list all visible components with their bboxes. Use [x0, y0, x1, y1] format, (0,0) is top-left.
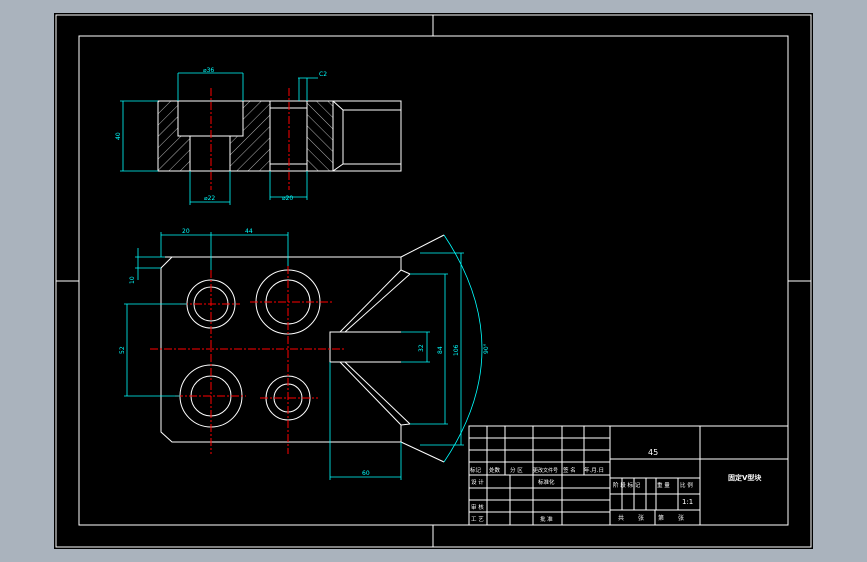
drawing-sheet	[54, 13, 813, 549]
review-label: 审 核	[471, 503, 484, 511]
process-label: 工 艺	[471, 516, 484, 523]
dim-90deg: 90°	[483, 343, 490, 354]
dim-bottom-left: ⌀22	[204, 195, 215, 202]
weight-label: 重 量	[657, 481, 670, 489]
sheet-no-label: 张	[638, 514, 644, 522]
dim-44: 44	[245, 228, 253, 235]
dim-bottom: 60	[362, 470, 370, 477]
title-block	[468, 425, 789, 526]
page-label-2: 张	[678, 514, 684, 522]
centering-marks	[56, 15, 811, 547]
dim-top-left: ⌀36	[203, 67, 214, 74]
title-block-text: 45 固定V型块 1:1 标记 处数 分 区 更改文件号 签 名 年.月.日 设…	[470, 448, 762, 523]
front-view: 20 44 10 52 32 84 106 90° 60	[119, 228, 490, 480]
dim-52: 52	[119, 346, 126, 354]
header-mark: 标记	[470, 466, 482, 474]
hatch-region-5	[307, 101, 333, 171]
dim-bottom-right: ⌀20	[282, 195, 293, 202]
sheets-label: 共	[618, 514, 624, 522]
approve-label: 批 准	[540, 515, 553, 523]
dim-84: 84	[437, 346, 444, 354]
top-section-view: ⌀36 C2 40 ⌀22 ⌀20	[115, 67, 402, 205]
material: 45	[648, 448, 658, 457]
header-change: 更改文件号	[533, 467, 558, 474]
design-label: 设 计	[471, 478, 484, 486]
stage-mark-label: 阶 段 标 记	[613, 481, 641, 489]
dim-left: 40	[115, 132, 122, 140]
dim-10: 10	[129, 276, 136, 284]
scale-value: 1:1	[682, 498, 693, 506]
dim-top-right: C2	[319, 71, 327, 78]
dim-20: 20	[182, 228, 190, 235]
hatch-region-4	[243, 101, 270, 171]
header-sign: 签 名	[563, 466, 576, 474]
dim-32: 32	[418, 344, 425, 352]
header-zone: 分 区	[510, 466, 523, 474]
hatch-region-3	[230, 136, 243, 171]
scale-label: 比 例	[680, 481, 693, 489]
header-date: 年.月.日	[584, 466, 604, 474]
dim-106: 106	[453, 344, 460, 356]
header-count: 处数	[489, 466, 501, 474]
hatch-region-1	[158, 101, 178, 171]
page-label: 第	[658, 514, 664, 522]
standard-label: 标准化	[538, 478, 555, 486]
hatch-region-2	[178, 136, 190, 171]
part-name: 固定V型块	[728, 473, 762, 482]
